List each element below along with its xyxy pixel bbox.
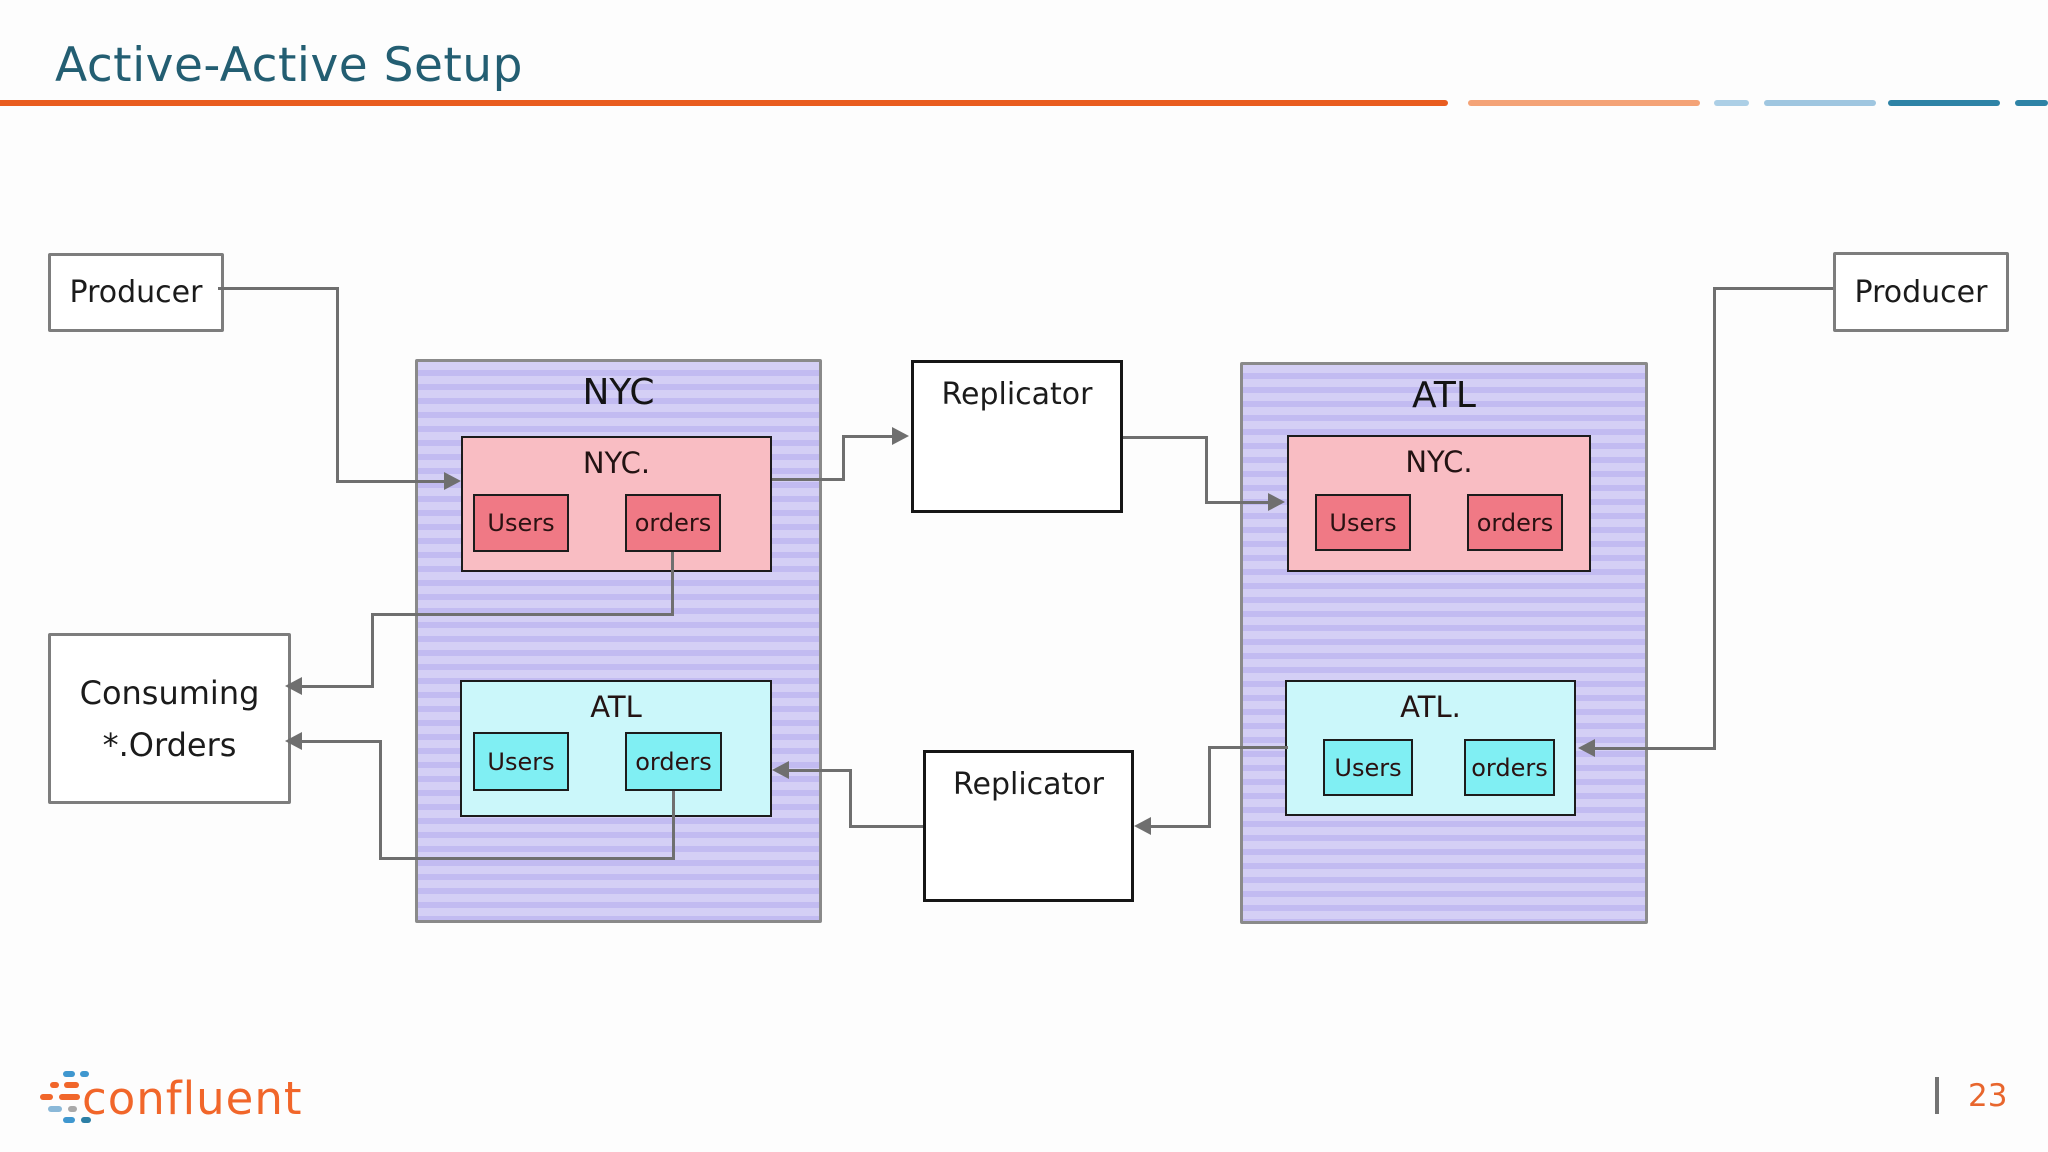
partition-users: Users	[473, 732, 569, 791]
arrowhead-into-consumer-top	[285, 677, 302, 695]
partition-users: Users	[473, 494, 569, 552]
cluster-atl-title: ATL	[1412, 375, 1476, 416]
title-underline-light-orange	[1468, 100, 1700, 106]
topic-title: ATL	[590, 690, 642, 724]
consumer-label-line2: *.Orders	[102, 725, 237, 764]
producer-left-box: Producer	[48, 253, 224, 332]
logo-dash-icon	[63, 1071, 75, 1077]
topic-title: NYC.	[1405, 445, 1473, 479]
confluent-wordmark: confluent	[82, 1072, 303, 1125]
connector-line	[671, 552, 674, 616]
title-underline-orange	[0, 100, 1448, 106]
logo-dash-icon	[68, 1106, 77, 1112]
connector-line	[849, 771, 852, 828]
arrowhead-into-right-atl-topic	[1578, 739, 1595, 757]
logo-dash-icon	[48, 1106, 62, 1112]
logo-dash-icon	[63, 1117, 75, 1123]
footer-divider	[1935, 1077, 1939, 1114]
partition-orders: orders	[625, 732, 722, 791]
partition-orders: orders	[1467, 494, 1563, 551]
connector-line	[218, 287, 339, 290]
producer-right-label: Producer	[1854, 274, 1988, 310]
connector-line	[772, 478, 845, 481]
page-title: Active-Active Setup	[55, 38, 523, 93]
connector-line	[1123, 436, 1208, 439]
connector-line	[788, 769, 852, 772]
connector-line	[379, 857, 675, 860]
connector-line	[1208, 746, 1211, 828]
page-number: 23	[1968, 1078, 2008, 1114]
connector-line	[842, 435, 894, 438]
title-underline-light-blue-small	[1714, 100, 1749, 106]
topic-title: ATL.	[1400, 690, 1461, 724]
consumer-label-line1: Consuming	[79, 673, 260, 712]
connector-line	[1713, 287, 1716, 750]
connector-line	[672, 791, 675, 860]
arrowhead-into-consumer-bottom	[285, 732, 302, 750]
connector-line	[1205, 501, 1269, 504]
logo-dash-icon	[59, 1094, 80, 1100]
logo-dash-icon	[81, 1117, 91, 1123]
producer-right-box: Producer	[1833, 252, 2009, 332]
arrowhead-into-left-atl-topic	[772, 761, 789, 779]
title-underline-light-blue	[1764, 100, 1876, 106]
replicator-bottom-label: Replicator	[953, 767, 1104, 802]
connector-line	[371, 613, 374, 688]
connector-line	[1594, 747, 1716, 750]
partition-orders: orders	[625, 494, 721, 552]
replicator-top-box: Replicator	[911, 360, 1123, 513]
connector-line	[336, 480, 446, 483]
connector-line	[842, 437, 845, 481]
consumer-box: Consuming *.Orders	[48, 633, 291, 804]
title-underline-teal-small	[2015, 100, 2048, 106]
partition-users: Users	[1315, 494, 1411, 551]
connector-line	[852, 825, 923, 828]
logo-dash-icon	[80, 1071, 89, 1077]
connector-line	[301, 740, 382, 743]
logo-dash-icon	[64, 1082, 79, 1088]
arrowhead-into-top-replicator	[892, 427, 909, 445]
connector-line	[379, 742, 382, 860]
arrowhead-into-bottom-replicator	[1134, 817, 1151, 835]
replicator-bottom-box: Replicator	[923, 750, 1134, 902]
connector-line	[301, 685, 374, 688]
connector-line	[1205, 436, 1208, 504]
producer-left-label: Producer	[69, 275, 203, 310]
arrowhead-into-right-nyc-topic	[1268, 493, 1285, 511]
connector-line	[371, 613, 674, 616]
connector-line	[336, 287, 339, 483]
partition-users: Users	[1323, 739, 1413, 796]
cluster-nyc-title: NYC	[582, 372, 655, 413]
logo-dash-icon	[50, 1082, 59, 1088]
connector-line	[1150, 825, 1211, 828]
replicator-top-label: Replicator	[941, 377, 1093, 412]
connector-line	[1716, 287, 1833, 290]
arrowhead-into-nyc-topic	[444, 472, 461, 490]
partition-orders: orders	[1464, 739, 1555, 796]
connector-line	[1211, 746, 1288, 749]
logo-dash-icon	[40, 1094, 53, 1100]
title-underline-teal	[1888, 100, 2000, 106]
topic-title: NYC.	[582, 446, 651, 480]
